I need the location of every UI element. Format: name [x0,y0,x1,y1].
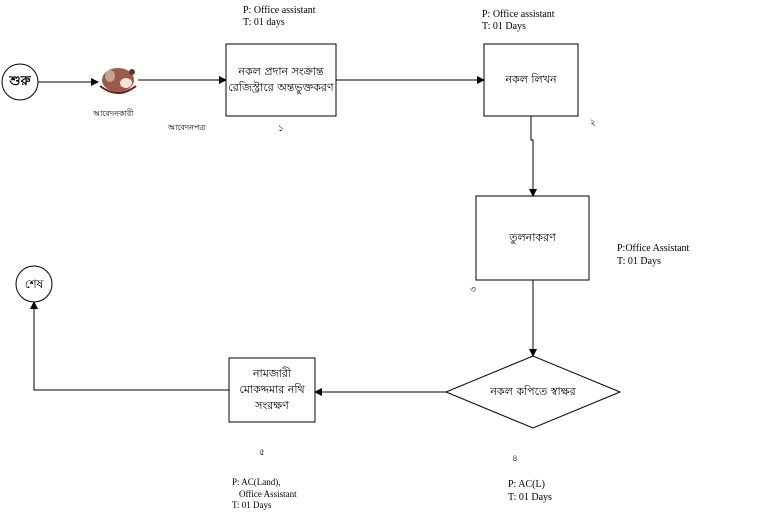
step5-person-2: Office Assistant [239,489,297,499]
step1-person: P: Office assistant [243,5,316,16]
step4-time: T: 01 Days [508,492,552,503]
step1-number: ১ [278,124,284,134]
step2-label: নকল লিখন [505,73,557,86]
step1-box [225,43,337,117]
arrow-step5-to-end [30,301,229,391]
step4-diamond [444,355,622,429]
applicant-figure-icon [99,68,137,94]
step4-person: P: AC(L) [508,479,545,490]
start-node-label: শুরু [9,74,31,89]
step5-box [228,357,316,423]
step5-time: T: 01 Days [232,500,272,510]
step3-time: T: 01 Days [617,256,661,267]
step3-label: তুলনাকরণ [509,231,556,244]
step5-person: P: AC(Land), [232,477,281,487]
step4-label: নকল কপিতে স্বাক্ষর [490,385,576,398]
step5-label: নামজারী মোকদ্দমার নথি সংরক্ষণ [239,367,305,412]
step2-box [483,43,579,117]
step5-number: ৫ [259,448,265,458]
step3-person: P:Office Assistant [617,243,690,254]
step3-number: ৩ [470,285,476,295]
step1-label: নকল প্রদান সংক্রান্ত রেজিস্ট্রারে অন্তভু… [228,65,334,94]
step1-time: T: 01 days [243,17,285,28]
step2-time: T: 01 Days [482,21,526,32]
arrow-step2-to-step3 [529,116,537,197]
applicant-label: আবেদনকারী [93,109,134,118]
step2-number: ২ [590,118,596,128]
step4-number: ৪ [512,454,518,464]
step2-person: P: Office assistant [482,9,555,20]
application-label: আবেদনপত্র [168,123,206,132]
end-node-label: শেষ [24,277,44,291]
